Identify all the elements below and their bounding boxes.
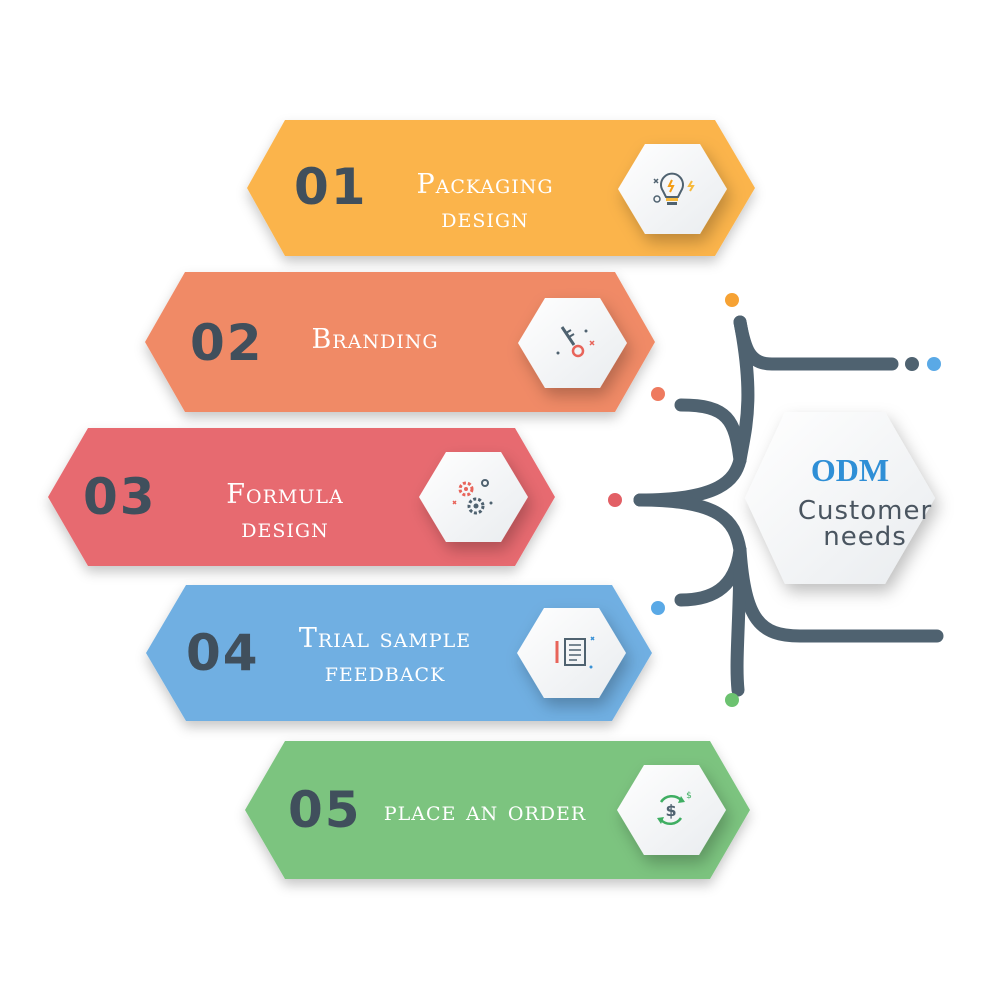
step-4-number: 04: [186, 624, 260, 682]
connector-network: [633, 315, 944, 697]
step-1-banner: [247, 120, 755, 256]
key-icon: [556, 326, 595, 358]
step-4-banner: [146, 585, 652, 721]
step-1-label: Packaging design: [416, 169, 554, 234]
dollar-cycle-icon: $ $: [657, 791, 692, 825]
step-5-number: 05: [288, 781, 362, 839]
step-3-number: 03: [83, 468, 157, 526]
step-3-label: Formula design: [226, 479, 344, 544]
step-2-icon-hex: [518, 298, 627, 388]
odm-hub: [745, 412, 935, 584]
step-2-label: Branding: [311, 324, 439, 355]
gears-icon: [452, 479, 493, 515]
step-3-icon-hex: [419, 452, 528, 542]
lightbulb-icon: [653, 172, 695, 205]
step-5-icon-hex: $ $: [617, 765, 726, 855]
step-3-banner: [48, 428, 555, 566]
hub-subtitle-line1: Customer: [797, 496, 933, 526]
step-4-label: Trial sample feedback: [298, 623, 472, 688]
hub-title: ODM: [810, 452, 890, 488]
step-1-icon-hex: [618, 144, 727, 234]
step-5-banner: [245, 741, 750, 879]
svg-text:$: $: [665, 801, 676, 820]
step-2-banner: [145, 272, 655, 412]
step-5-label: place an order: [383, 796, 587, 827]
svg-text:$: $: [686, 791, 692, 801]
hub-subtitle-line2: needs: [823, 522, 907, 552]
connector-dots: [608, 293, 941, 707]
step-2-number: 02: [190, 314, 264, 372]
document-icon: [555, 636, 595, 669]
step-1-number: 01: [294, 158, 368, 216]
step-4-icon-hex: [517, 608, 626, 698]
